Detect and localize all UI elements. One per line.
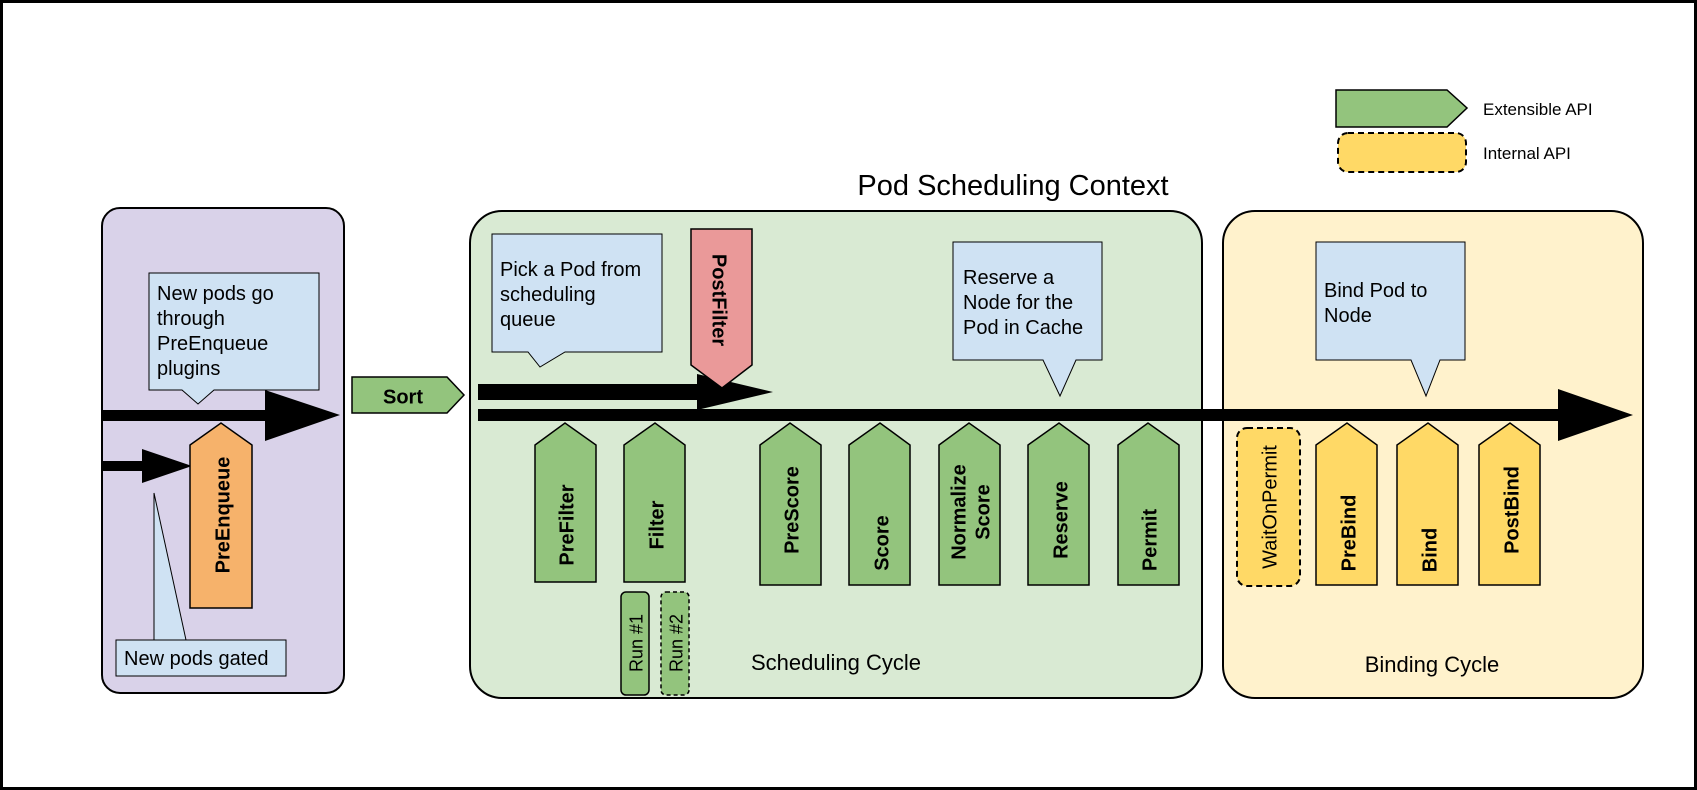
postfilter-label: PostFilter: [708, 254, 730, 346]
text-line: PreEnqueue: [212, 457, 234, 574]
text-line: Score: [871, 515, 893, 571]
text-line: Reserve a: [963, 267, 1055, 289]
text-line: PostFilter: [708, 254, 730, 346]
waitonpermit-plugin: [1236, 427, 1301, 587]
filter-plugin: [623, 422, 686, 583]
filter-run-1: [620, 591, 650, 696]
text-line: Reserve: [1050, 481, 1072, 559]
postfilter-flow-arrow: [478, 374, 773, 410]
text-line: Filter: [646, 500, 668, 549]
prefilter-plugin: [534, 422, 597, 583]
gated-flow-arrow: [102, 449, 192, 483]
text-line: Sort: [383, 386, 423, 408]
callout-queue: Pick a Pod from scheduling queue: [491, 233, 663, 368]
text-line: plugins: [157, 358, 220, 380]
prescore-label: PreScore: [781, 466, 803, 554]
score-plugin: [848, 422, 911, 586]
prescore-plugin: [759, 422, 822, 586]
scheduling-cycle-label: Scheduling Cycle: [751, 650, 921, 675]
sort-plugin: [351, 376, 466, 414]
text-line: Normalize: [948, 464, 970, 560]
legend-internal-swatch: [1337, 132, 1467, 173]
text-line: Run #2: [667, 614, 687, 672]
prebind-plugin: [1315, 422, 1378, 586]
text-line: Node for the: [963, 292, 1073, 314]
callout-gated-text: New pods gated: [124, 648, 269, 670]
text-line: WaitOnPermit: [1259, 445, 1281, 569]
filter-label: Filter: [646, 500, 668, 549]
context-title: Pod Scheduling Context: [857, 170, 1168, 202]
text-line: PreFilter: [556, 484, 578, 565]
main-flow-arrow: [478, 389, 1633, 441]
legend-extensible-label: Extensible API: [1483, 100, 1593, 119]
text-line: New pods gated: [124, 648, 269, 670]
flow-arrows: [102, 374, 1633, 483]
text-line: Bind: [1419, 528, 1441, 572]
callout-bind-text: Bind Pod to Node: [1324, 280, 1427, 327]
sort-label: Sort: [383, 386, 423, 408]
postbind-plugin: [1478, 422, 1541, 586]
run-1-label: Run #1: [627, 614, 647, 672]
prefilter-label: PreFilter: [556, 484, 578, 565]
callout-queue-text: Pick a Pod from scheduling queue: [500, 259, 641, 331]
legend-internal-label: Internal API: [1483, 144, 1571, 163]
callout-bind: Bind Pod to Node: [1315, 241, 1466, 398]
text-line: Node: [1324, 305, 1372, 327]
reserve-label: Reserve: [1050, 481, 1072, 559]
text-line: Permit: [1139, 509, 1161, 572]
text-line: PreScore: [781, 466, 803, 554]
bind-plugin: [1396, 422, 1459, 586]
score-label: Score: [871, 515, 893, 571]
text-line: PreBind: [1338, 495, 1360, 572]
filter-run-2: [660, 591, 690, 696]
waitonpermit-label: WaitOnPermit: [1259, 445, 1281, 569]
text-line: queue: [500, 309, 556, 331]
text-line: Pick a Pod from: [500, 259, 641, 281]
text-line: Pod in Cache: [963, 317, 1083, 339]
postfilter-plugin: [690, 228, 753, 389]
text-line: Score: [972, 484, 994, 540]
text-line: through: [157, 308, 225, 330]
preenqueue-label: PreEnqueue: [212, 457, 234, 574]
postbind-label: PostBind: [1501, 466, 1523, 554]
text-line: New pods go: [157, 283, 274, 305]
binding-cycle-label: Binding Cycle: [1365, 652, 1500, 677]
bind-label: Bind: [1419, 528, 1441, 572]
prebind-label: PreBind: [1338, 495, 1360, 572]
reserve-plugin: [1027, 422, 1090, 586]
callout-gated: New pods gated: [115, 492, 287, 677]
permit-plugin: [1117, 422, 1180, 586]
preenqueue-plugin: [189, 422, 253, 609]
run-2-label: Run #2: [667, 614, 687, 672]
text-line: PostBind: [1501, 466, 1523, 554]
normalize-score-plugin: [938, 422, 1001, 586]
permit-label: Permit: [1139, 509, 1161, 572]
queue-flow-arrow: [102, 390, 340, 441]
text-line: scheduling: [500, 284, 596, 306]
text-line: Bind Pod to: [1324, 280, 1427, 302]
legend-extensible-swatch: [1335, 89, 1469, 128]
text-line: PreEnqueue: [157, 333, 268, 355]
text-line: Run #1: [627, 614, 647, 672]
